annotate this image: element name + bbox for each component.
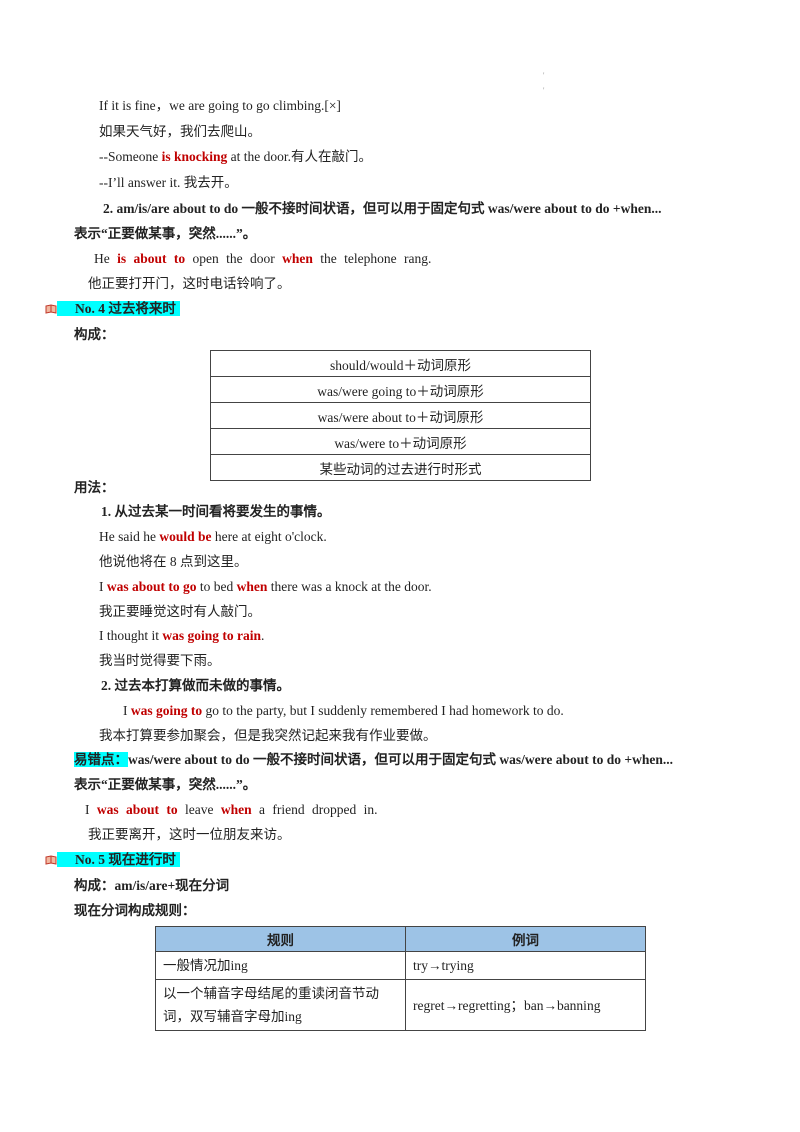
- table-cell: 以一个辅音字母结尾的重读闭音节动词，双写辅音字母加ing: [155, 979, 406, 1031]
- dialogue-line-1: --Someone is knocking at the door.有人在敲门。: [99, 149, 373, 164]
- table-row: 以一个辅音字母结尾的重读闭音节动词，双写辅音字母加ing regret→regr…: [155, 979, 646, 1031]
- usage-label: 用法：: [74, 480, 115, 495]
- example-sentence: I thought it was going to rain.: [99, 628, 265, 643]
- example-sentence: If it is fine，we are going to go climbin…: [99, 98, 341, 113]
- table-cell: was/were to＋动词原形: [210, 428, 591, 455]
- table-row: 一般情况加ing try→trying: [155, 951, 646, 980]
- example-sentence: He is about to open the door when the te…: [94, 251, 432, 266]
- example-sentence: I was going to go to the party, but I su…: [123, 703, 564, 718]
- example-translation: 我本打算要参加聚会，但是我突然记起来我有作业要做。: [99, 728, 437, 743]
- example-sentence: I was about to leave when a friend dropp…: [85, 802, 378, 817]
- example-sentence: I was about to go to bed when there was …: [99, 579, 432, 594]
- table-cell: 一般情况加ing: [155, 951, 406, 980]
- structure-label: 构成：: [74, 327, 115, 342]
- table-header: 例词: [405, 926, 646, 952]
- rule-2-heading: 2. am/is/are about to do 一般不接时间状语，但可以用于固…: [103, 201, 662, 216]
- table-cell: 某些动词的过去进行时形式: [210, 454, 591, 481]
- structure-table: should/would＋动词原形 was/were going to＋动词原形…: [210, 350, 591, 481]
- usage-1-heading: 1. 从过去某一时间看将要发生的事情。: [101, 504, 331, 519]
- structure-label: 构成：am/is/are+现在分词: [74, 878, 230, 893]
- table-cell: try→trying: [405, 951, 646, 980]
- dialogue-line-2: --I’ll answer it. 我去开。: [99, 175, 238, 190]
- example-translation: 他说他将在 8 点到这里。: [99, 554, 248, 569]
- example-translation: 如果天气好，我们去爬山。: [99, 124, 261, 139]
- book-icon: [45, 304, 57, 314]
- example-translation: 我正要睡觉这时有人敲门。: [99, 604, 261, 619]
- table-cell: should/would＋动词原形: [210, 350, 591, 377]
- rule-2-heading-cont: 表示“正要做某事，突然......”。: [74, 226, 257, 241]
- top-mark-2: ': [543, 86, 545, 95]
- table-header: 规则: [155, 926, 406, 952]
- example-translation: 我正要离开，这时一位朋友来访。: [88, 827, 291, 842]
- common-mistake-heading: 易错点：was/were about to do 一般不接时间状语，但可以用于固…: [74, 752, 673, 767]
- usage-2-heading: 2. 过去本打算做而未做的事情。: [101, 678, 290, 693]
- table-cell: regret→regretting；ban→banning: [405, 979, 646, 1031]
- table-cell: was/were going to＋动词原形: [210, 376, 591, 403]
- participle-rules-table: 规则 例词 一般情况加ing try→trying 以一个辅音字母结尾的重读闭音…: [155, 926, 646, 1031]
- section-heading-no5: No. 5 现在进行时: [45, 851, 180, 869]
- example-translation: 他正要打开门，这时电话铃响了。: [88, 276, 291, 291]
- rule-label: 现在分词构成规则：: [74, 903, 196, 918]
- section-heading-no4: No. 4 过去将来时: [45, 300, 180, 318]
- book-icon: [45, 855, 57, 865]
- common-mistake-heading-cont: 表示“正要做某事，突然......”。: [74, 777, 257, 792]
- top-mark-1: ': [543, 71, 545, 80]
- highlight-phrase: is knocking: [161, 149, 228, 164]
- example-sentence: He said he would be here at eight o'cloc…: [99, 529, 327, 544]
- table-cell: was/were about to＋动词原形: [210, 402, 591, 429]
- example-translation: 我当时觉得要下雨。: [99, 653, 221, 668]
